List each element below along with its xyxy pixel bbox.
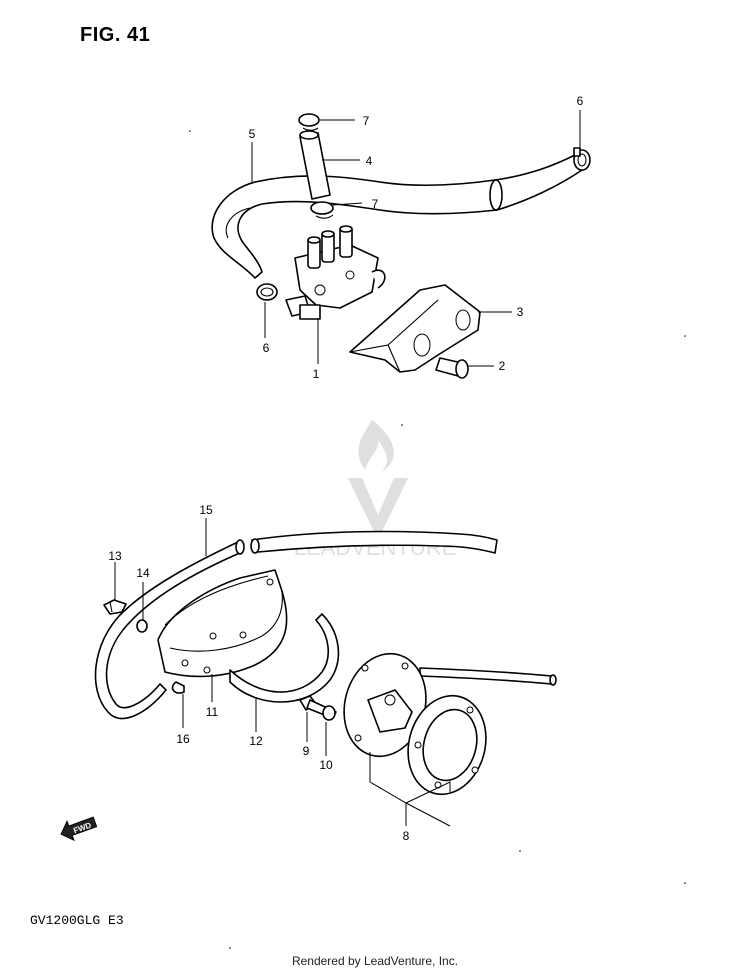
figure-title: FIG. 41 [80, 24, 151, 46]
callout-5: 5 [249, 127, 256, 141]
callout-14: 14 [136, 566, 150, 580]
callout-11: 11 [206, 705, 219, 719]
gasket-8[interactable] [397, 687, 496, 803]
footer-credit: Rendered by LeadVenture, Inc. [291, 954, 459, 968]
callout-7-bottom: 7 [372, 197, 379, 211]
scan-specks [189, 130, 686, 949]
cover-3[interactable] [349, 284, 481, 373]
callout-16: 16 [176, 732, 190, 746]
fwd-label: FWD [72, 821, 92, 836]
callout-9: 9 [303, 744, 310, 758]
clip-7-bottom[interactable] [310, 201, 334, 219]
hose-clamp-6-right[interactable] [573, 147, 591, 171]
fuel-cock-1[interactable] [285, 225, 386, 320]
model-code: GV1200GLG E3 [30, 913, 124, 928]
callout-15: 15 [199, 503, 213, 517]
fuel-hose-15[interactable] [94, 530, 557, 720]
callout-labels: 1 2 3 4 5 6 6 7 7 8 9 10 11 12 13 14 15 … [108, 94, 583, 843]
hose-clamp-6-left[interactable] [256, 283, 278, 301]
screw-2[interactable] [435, 357, 469, 379]
upper-leader-lines [251, 110, 581, 367]
washer-14[interactable] [136, 619, 148, 633]
callout-1: 1 [313, 367, 320, 381]
band-12[interactable] [229, 613, 340, 703]
clip-7-top[interactable] [298, 113, 320, 131]
callout-10: 10 [319, 758, 333, 772]
nut-10[interactable] [322, 705, 336, 721]
callout-3: 3 [517, 305, 524, 319]
callout-12: 12 [249, 734, 263, 748]
callout-7-top: 7 [363, 114, 370, 128]
callout-6-left: 6 [263, 341, 270, 355]
bracket-11[interactable] [157, 569, 288, 678]
lower-leader-lines [114, 518, 451, 827]
callout-6-top: 6 [577, 94, 584, 108]
callout-13: 13 [108, 549, 122, 563]
fuel-hose-5[interactable] [211, 154, 583, 279]
callout-2: 2 [499, 359, 506, 373]
fwd-arrow: FWD [60, 816, 98, 842]
callout-4: 4 [366, 154, 373, 168]
fuel-hose-4[interactable] [299, 130, 331, 200]
fuel-gauge-plate-8[interactable] [333, 644, 437, 765]
callout-8: 8 [403, 829, 410, 843]
bolt-13[interactable] [103, 599, 127, 615]
clip-16[interactable] [171, 681, 185, 694]
